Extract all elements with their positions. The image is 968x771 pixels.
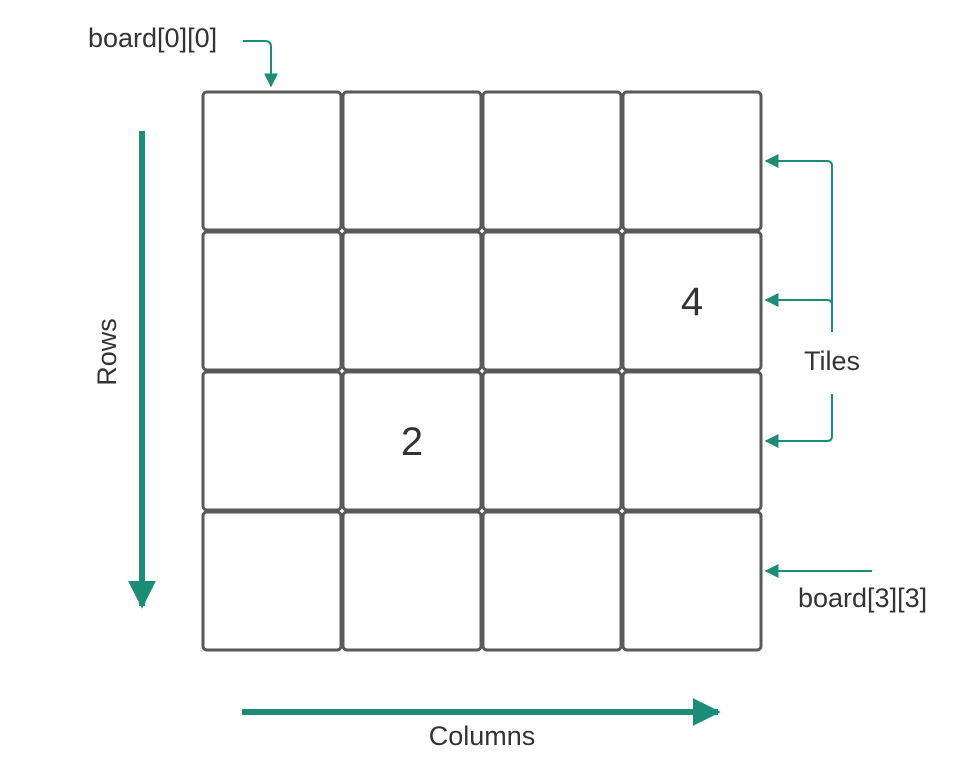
tile (341, 230, 483, 372)
board-grid: 42 (201, 90, 763, 652)
tile-value: 4 (681, 280, 703, 324)
tile (481, 510, 623, 652)
tile (481, 90, 623, 232)
tile (201, 370, 343, 512)
tile (201, 90, 343, 232)
tile (341, 90, 483, 232)
tile (341, 510, 483, 652)
tiles-bracket-middle (764, 293, 833, 307)
tile (621, 90, 763, 232)
tile (201, 230, 343, 372)
tiles-bracket-top (764, 154, 833, 332)
tile (621, 230, 763, 372)
tile (201, 510, 343, 652)
columns-label: Columns (429, 721, 536, 751)
tile (481, 370, 623, 512)
rows-label: Rows (92, 318, 122, 386)
top-index-arrow (243, 40, 278, 88)
tile (621, 510, 763, 652)
tile (481, 230, 623, 372)
tiles-bracket-bottom (764, 394, 833, 448)
tiles-label: Tiles (804, 346, 860, 376)
top-index-label: board[0][0] (88, 23, 217, 53)
tile (341, 370, 483, 512)
bottom-index-label: board[3][3] (798, 583, 927, 613)
tile (621, 370, 763, 512)
tile-value: 2 (401, 420, 423, 464)
